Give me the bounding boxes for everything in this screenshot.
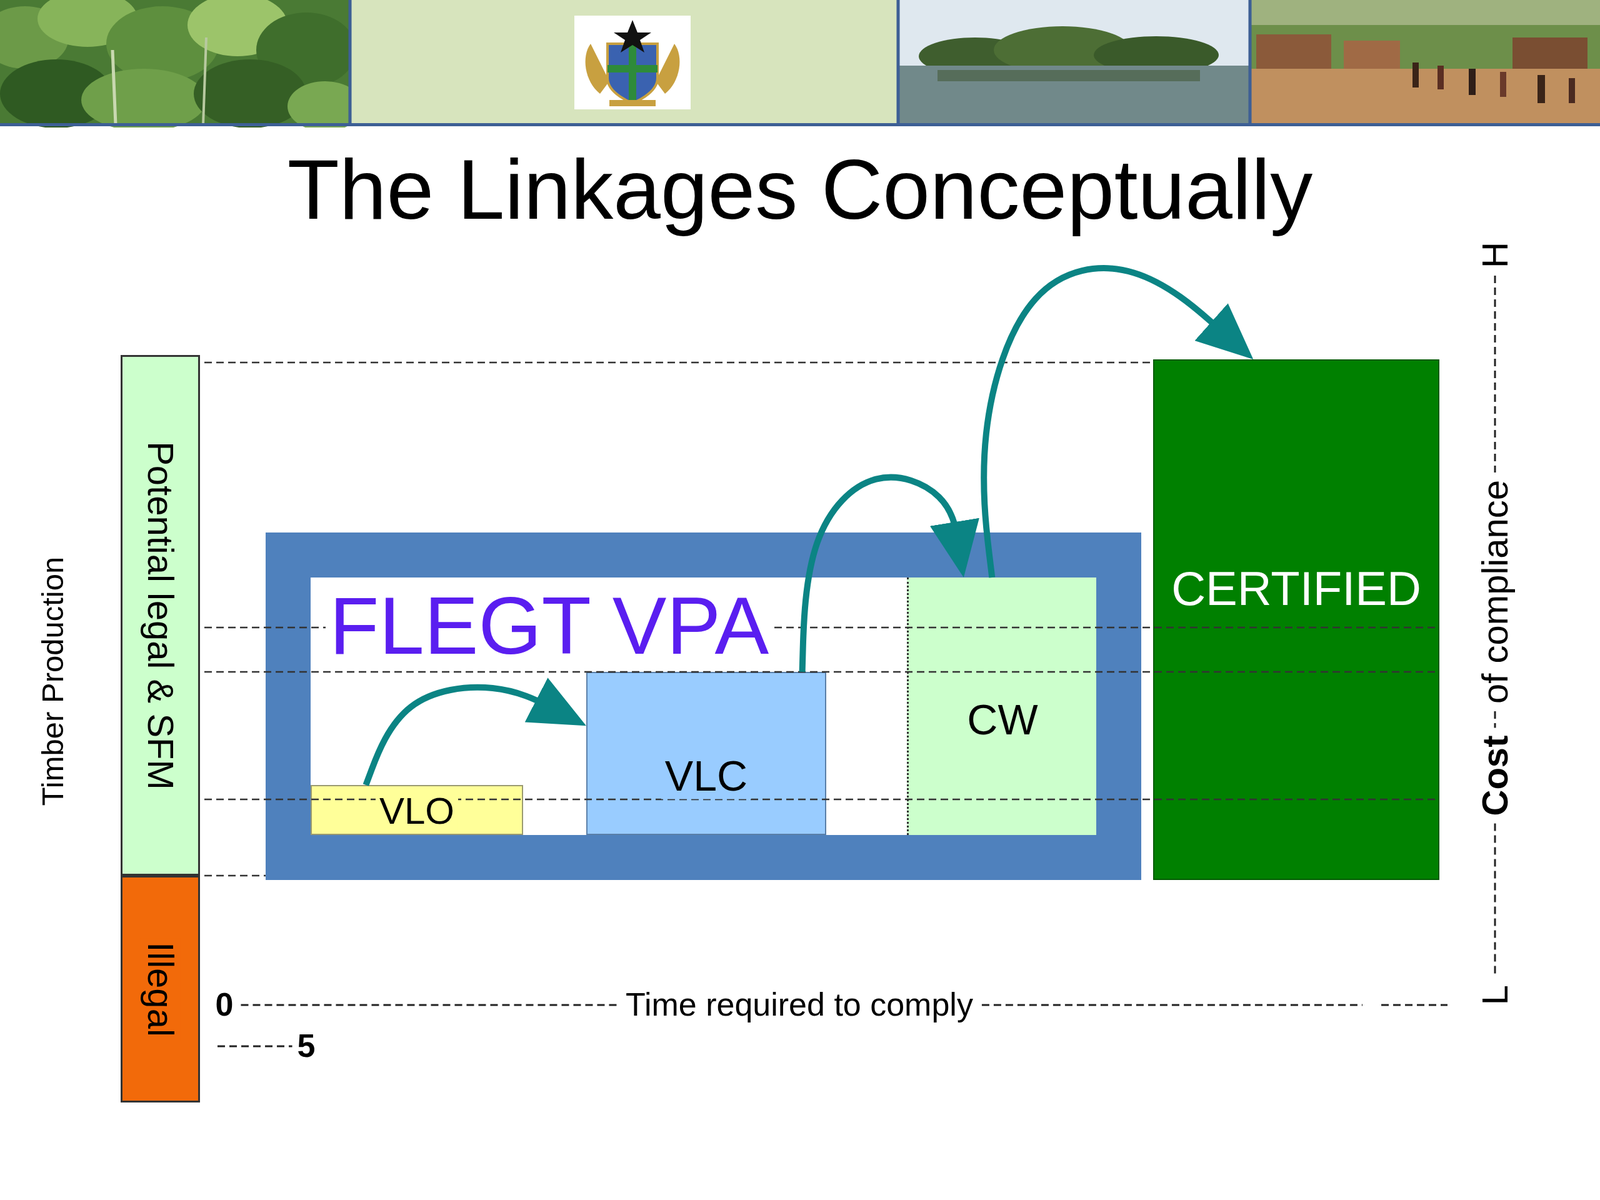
axis-dash-line: [981, 1004, 1363, 1007]
axis-dash-line: [217, 1045, 293, 1048]
axis-end-mark: H: [1475, 241, 1515, 269]
tree-crown: [81, 68, 207, 128]
tree-trunk: [203, 37, 207, 125]
tree-crown: [193, 59, 307, 128]
axis-dash-line: [1381, 1004, 1448, 1007]
dashed-guide: [204, 361, 1154, 364]
panel-divider: [1248, 0, 1252, 125]
axis-number: 0: [215, 986, 234, 1023]
person: [1437, 65, 1444, 90]
dashed-guide: [204, 626, 1440, 629]
emblem-ground: [574, 15, 691, 110]
axis-end-mark: L: [1475, 985, 1515, 1005]
node-label: VLC: [661, 752, 752, 800]
cw-box: CW: [906, 577, 1097, 835]
shield: [607, 43, 658, 104]
axis-title: Timber Production: [36, 556, 70, 807]
axis-dash-line: [1494, 823, 1497, 977]
black-star: [613, 20, 652, 53]
axis-dash-line: [1494, 275, 1497, 473]
person: [1568, 78, 1575, 104]
axis-title: of compliance: [1475, 480, 1515, 704]
photo-banner: [0, 0, 1600, 128]
eagle-right: [655, 43, 680, 94]
panel-divider: [896, 0, 900, 125]
vlc-box: VLC: [586, 671, 827, 835]
person: [1537, 75, 1545, 104]
forest-photo: [0, 0, 363, 128]
node-label: Illegal: [140, 938, 181, 1041]
dirt-road: [1250, 68, 1600, 125]
node-label: VLO: [375, 790, 459, 832]
legal-band: Potential legal & SFM: [120, 355, 200, 876]
node-label: CW: [963, 695, 1042, 743]
dashed-guide: [204, 875, 266, 877]
village-trees: [1250, 0, 1600, 125]
hut: [1256, 34, 1332, 72]
dashed-guide: [204, 798, 1440, 801]
dashed-guide: [204, 671, 1440, 674]
axis-title: Cost: [1475, 735, 1515, 817]
node-label: FLEGT VPA: [325, 581, 773, 671]
tree-trunk: [112, 50, 116, 125]
coat-of-arms-panel: [350, 0, 899, 125]
person: [1500, 71, 1507, 97]
flow-arrow: [802, 477, 959, 672]
axis-title: Time required to comply: [625, 986, 974, 1023]
lake-water: [898, 65, 1250, 125]
village-sky: [1250, 0, 1600, 25]
motto-ribbon: [609, 100, 656, 107]
banner-rule: [0, 123, 1600, 127]
lake-photo: [898, 0, 1250, 125]
axis-number: 5: [297, 1028, 316, 1064]
flow-arrow: [983, 268, 1229, 578]
certified-box: CERTIFIED: [1153, 359, 1440, 880]
node-label: Potential legal & SFM: [140, 437, 181, 794]
panel-ground: [350, 0, 899, 125]
person: [1412, 62, 1419, 88]
slide-title: The Linkages Conceptually: [0, 138, 1600, 241]
shield-cross: [607, 65, 658, 73]
reflection: [937, 70, 1200, 82]
sky: [898, 0, 1250, 125]
flow-arrow: [365, 687, 557, 785]
axis-dash-line: [240, 1004, 617, 1007]
vlo-box: VLO: [310, 785, 524, 835]
village-photo: [1250, 0, 1600, 125]
person: [1468, 68, 1476, 95]
node-label: CERTIFIED: [1167, 562, 1425, 615]
panel-divider: [348, 0, 352, 125]
eagle-left: [585, 43, 610, 94]
vpa-frame: FLEGT VPA VLO VLC CW: [265, 532, 1142, 880]
hut: [1343, 40, 1400, 72]
hut: [1512, 37, 1588, 72]
axis-dash-line: [1494, 711, 1497, 729]
illegal-band: Illegal: [120, 875, 200, 1103]
